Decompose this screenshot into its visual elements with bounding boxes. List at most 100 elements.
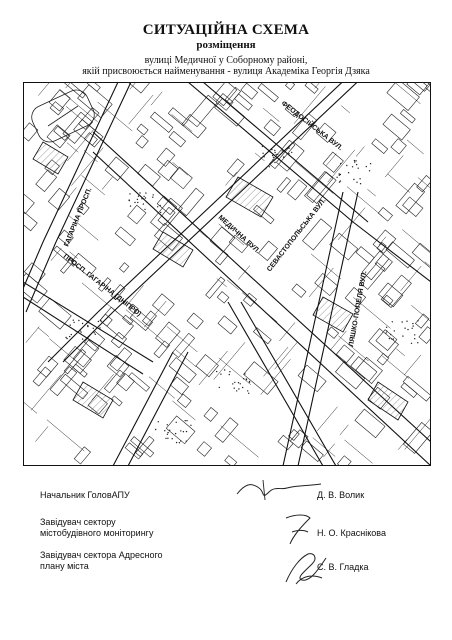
building-outline — [187, 94, 218, 128]
tree-dot — [152, 194, 154, 196]
building-outline — [212, 82, 238, 107]
parcel-line — [295, 161, 334, 194]
tree-dot — [414, 338, 416, 340]
building-outline — [354, 408, 386, 439]
building-outline — [73, 118, 104, 148]
parcel-line — [411, 305, 431, 323]
building-outline — [186, 312, 204, 330]
building-outline — [70, 252, 97, 278]
parcel-line — [128, 94, 154, 125]
building-outline — [176, 393, 192, 409]
tree-dot — [169, 429, 171, 431]
building-outline — [135, 135, 149, 149]
building-outline — [195, 354, 219, 378]
tree-dot — [78, 319, 80, 322]
tree-dot — [247, 390, 249, 392]
tree-dot — [385, 326, 388, 328]
parcel-line — [69, 251, 78, 259]
parcel-line — [338, 335, 369, 362]
building-outline — [326, 326, 340, 339]
tree-dot — [268, 166, 270, 168]
building-blocks — [23, 82, 431, 466]
parcel-line — [346, 186, 383, 217]
parcel-line — [341, 105, 350, 114]
parcel-line — [172, 400, 196, 421]
building-outline — [127, 82, 151, 94]
parcel-line — [398, 439, 408, 450]
parcel-line — [394, 82, 421, 104]
building-outline — [224, 455, 238, 466]
parcel-line — [59, 89, 98, 122]
tree-dot — [145, 201, 148, 203]
parcel-line — [129, 82, 137, 90]
parcel-line — [353, 297, 391, 329]
parcel-line — [293, 86, 326, 124]
parcel-line — [355, 146, 365, 157]
parcel-line — [150, 91, 163, 106]
parcel-line — [396, 348, 405, 357]
building-outline — [288, 429, 300, 441]
tree-dot — [402, 335, 404, 337]
signatory-3-role-line-2: плану міста — [40, 561, 89, 571]
tree-dot — [97, 320, 100, 323]
building-outline — [79, 82, 101, 92]
building-outline — [377, 207, 393, 222]
building-outline — [114, 226, 136, 247]
tree-dot — [171, 438, 173, 440]
tree-dot — [262, 152, 264, 154]
tree-dot — [386, 330, 388, 332]
building-outline — [395, 182, 426, 215]
tree-dot — [237, 382, 240, 384]
building-outline — [157, 159, 179, 182]
building-outline — [286, 179, 308, 201]
building-outline — [228, 234, 249, 254]
building-outline — [49, 101, 65, 116]
tree-dot — [143, 198, 145, 200]
parcel-line — [68, 215, 99, 241]
parcel-line — [198, 350, 228, 386]
building-outline — [329, 232, 359, 261]
building-outline — [361, 250, 390, 281]
tree-dot — [404, 327, 406, 329]
tree-dot — [157, 421, 159, 423]
tree-dot — [100, 320, 102, 322]
parcel-line — [367, 189, 376, 197]
tree-dot — [155, 428, 157, 431]
building-outline — [156, 147, 176, 167]
building-outline — [129, 308, 153, 331]
tree-dot — [355, 160, 357, 162]
tree-dot — [271, 148, 273, 151]
building-outline — [38, 297, 72, 330]
situation-map: ФЕОДОСІЙСЬКА ВУЛ. ГАГАРІНА ПРОСП. МЕДИЧН… — [23, 82, 431, 466]
tree-dot — [272, 156, 275, 158]
tree-dot — [356, 181, 358, 183]
signatory-2-role-line-2: містобудівного моніторингу — [40, 528, 154, 538]
parcel-line — [263, 108, 280, 122]
building-outline — [98, 277, 112, 292]
building-outline — [63, 349, 87, 375]
parcel-line — [38, 82, 51, 96]
building-outline — [128, 303, 139, 314]
tree-dot — [411, 327, 413, 329]
parcel-line — [81, 282, 120, 315]
building-outline — [376, 242, 387, 253]
parcel-line — [49, 338, 79, 364]
tree-dot — [340, 162, 342, 165]
tree-dot — [73, 321, 75, 324]
building-outline — [226, 158, 245, 178]
signature-2-mark — [285, 514, 311, 545]
parcel-line — [274, 341, 298, 370]
building-outline — [72, 363, 88, 378]
tree-dot — [275, 153, 277, 156]
building-outline — [168, 130, 186, 148]
parcel-line — [175, 349, 197, 367]
tree-dot — [66, 337, 68, 340]
building-outline — [292, 113, 318, 141]
building-outline — [165, 415, 196, 445]
tree-dot — [80, 331, 82, 333]
tree-dot — [245, 378, 247, 380]
parcel-line — [402, 229, 431, 254]
tree-dot — [175, 421, 177, 423]
building-outline — [350, 356, 378, 382]
building-outline — [234, 93, 253, 111]
